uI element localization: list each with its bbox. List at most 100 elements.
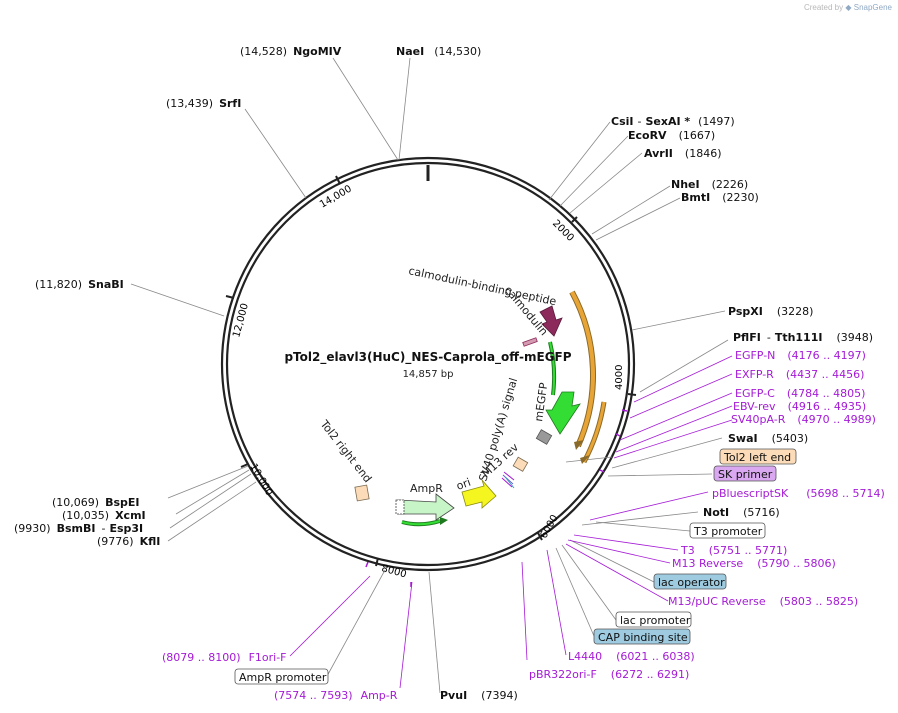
bmti-leader [595, 197, 681, 241]
primer-ebv-rev[interactable]: EBV-rev(4916 .. 4935) [733, 400, 866, 413]
feature-cap-binding-site[interactable]: CAP binding site [593, 628, 691, 645]
exfp-r-leader [629, 373, 733, 419]
enzyme-pflfi[interactable]: PflFI-Tth111I(3948) [733, 331, 873, 344]
enzyme-leader-lines [130, 57, 729, 694]
snapgene-logo-icon: ◆ [845, 3, 852, 12]
primer-t3[interactable]: T3(5751 .. 5771) [680, 544, 787, 557]
tick-label-10000: 10,000 [247, 462, 274, 498]
backbone-inner-strand [225, 161, 631, 567]
feature-lac-operator[interactable]: lac operator [653, 573, 727, 590]
enzyme-ngomiv[interactable]: (14,528)NgoMIV [240, 45, 342, 58]
enzyme-bmti[interactable]: BmtI(2230) [681, 191, 759, 204]
watermark-brand: SnapGene [853, 3, 892, 12]
svg-text:lac promoter: lac promoter [620, 614, 691, 627]
watermark-prefix: Created by [803, 3, 844, 12]
nhei-leader [591, 185, 671, 235]
lac-operator-leader [569, 539, 655, 583]
feature-lac-promoter[interactable]: lac promoter [615, 611, 692, 628]
f1ori-f-leader [289, 575, 371, 657]
enzyme-bspei[interactable]: (10,069)BspEI [52, 496, 140, 509]
primer-m13-reverse[interactable]: M13 Reverse(5790 .. 5806) [672, 557, 836, 570]
enzyme-csi[interactable]: CsiI-SexAI *(1497) [611, 115, 735, 128]
tol2-left-end-leader [565, 456, 613, 463]
noti-leader [581, 511, 699, 526]
t3-leader [573, 534, 679, 551]
backbone [220, 156, 636, 572]
primer-pbluescriptsk[interactable]: pBluescriptSK(5698 .. 5714) [712, 487, 885, 500]
enzyme-naei[interactable]: NaeI(14,530) [396, 45, 481, 58]
tick-label-2000: 2000 [550, 218, 576, 244]
primer-leader-lines [289, 355, 733, 689]
enzyme-noti[interactable]: NotI(5716) [703, 506, 780, 519]
egfp-n-site [621, 409, 628, 412]
enzyme-labels: (14,528)NgoMIV NaeI(14,530) (13,439)SrfI… [14, 45, 873, 702]
primer-m13-puc-reverse[interactable]: M13/pUC Reverse(5803 .. 5825) [668, 595, 858, 608]
enzyme-ecorv[interactable]: EcoRV(1667) [628, 129, 715, 142]
kfli-leader [167, 481, 257, 542]
enzyme-pvui[interactable]: PvuI(7394) [440, 689, 518, 702]
primer-egfp-c[interactable]: EGFP-C(4784 .. 4805) [735, 387, 865, 400]
enzyme-avrii[interactable]: AvrII(1846) [644, 147, 721, 160]
enzyme-kfli[interactable]: (9776)KflI [97, 535, 160, 548]
ebv-rev-site [599, 469, 605, 473]
primer-egfp-n[interactable]: EGFP-N(4176 .. 4197) [735, 349, 866, 362]
tick-8000 [375, 557, 379, 567]
enzyme-bsmbi[interactable]: (9930)BsmBI-Esp3I [14, 522, 143, 535]
primer-exfp-r[interactable]: EXFP-R(4437 .. 4456) [735, 368, 864, 381]
tick-12000 [225, 295, 235, 299]
ebv-rev-leader [615, 405, 733, 453]
enzyme-srfi[interactable]: (13,439)SrfI [166, 97, 241, 110]
ecorv-leader [559, 135, 629, 207]
tick-14000 [335, 175, 341, 185]
enzyme-xcmi[interactable]: (10,035)XcmI [62, 509, 146, 522]
primer-l4440[interactable]: L4440(6021 .. 6038) [568, 650, 695, 663]
enzyme-pspxi[interactable]: PspXI(3228) [728, 305, 813, 318]
tick-4000 [627, 393, 637, 396]
xcmi-leader [175, 469, 250, 515]
bsmbi-leader [169, 473, 252, 529]
feature-ampr-promoter[interactable]: AmpR promoter [234, 668, 329, 685]
ampr-strand-arc [401, 520, 441, 526]
tick-label-6000: 6000 [538, 513, 560, 541]
egfp-n-leader [633, 355, 733, 403]
orange-arc-2-arrowhead [580, 455, 590, 464]
primer-f1ori-f[interactable]: (8079 .. 8100)F1ori-F [162, 651, 287, 664]
t3-promoter-leader [595, 521, 691, 532]
svg-text:lac operator: lac operator [658, 576, 725, 589]
m13-puc-reverse-leader [565, 543, 669, 602]
bspei-leader [167, 465, 249, 499]
m13-reverse-leader [567, 539, 671, 564]
enzyme-snabi[interactable]: (11,820)SnaBI [35, 278, 124, 291]
tol2-right-end-mark [354, 484, 370, 502]
calmodulin-binding-peptide-mark [522, 337, 538, 347]
primer-amp-r[interactable]: (7574 .. 7593)Amp-R [274, 689, 398, 702]
primer-sv40pa-r[interactable]: SV40pA-R(4970 .. 4989) [731, 413, 876, 426]
pvui-leader [428, 571, 441, 694]
megfp-arrow [545, 391, 581, 435]
pbr322ori-f-leader [521, 561, 528, 661]
tol2-right-end-label: Tol2 right end [317, 417, 374, 485]
sv40-polya-mark [535, 429, 553, 445]
pspxi-leader [631, 310, 726, 331]
tick-2000 [571, 216, 578, 223]
feature-sk-primer[interactable]: SK primer [713, 465, 777, 482]
feature-tol2-left-end[interactable]: Tol2 left end [719, 448, 797, 465]
svg-text:SK primer: SK primer [718, 468, 773, 481]
feature-t3-promoter[interactable]: T3 promoter [689, 522, 766, 539]
caprola-arc [570, 291, 595, 447]
ampr-promoter-leader [325, 569, 386, 679]
linker-arc [549, 341, 556, 396]
l4440-leader [546, 549, 567, 656]
ngomiv-leader [332, 57, 399, 161]
ori-arrow [461, 479, 497, 509]
plasmid-name: pTol2_elavl3(HuC)_NES-Caprola_off-mEGFP [284, 350, 571, 365]
ori-label: ori [455, 476, 473, 493]
primer-pbr322ori-f[interactable]: pBR322ori-F(6272 .. 6291) [529, 668, 689, 681]
megfp-label: mEGFP [532, 381, 550, 422]
ampr-promoter-mark [395, 499, 405, 515]
enzyme-nhei[interactable]: NheI(2226) [671, 178, 748, 191]
enzyme-swai[interactable]: SwaI(5403) [728, 432, 808, 445]
snapgene-watermark: Created by ◆ SnapGene [804, 3, 892, 12]
ampr-label: AmpR [410, 482, 443, 495]
